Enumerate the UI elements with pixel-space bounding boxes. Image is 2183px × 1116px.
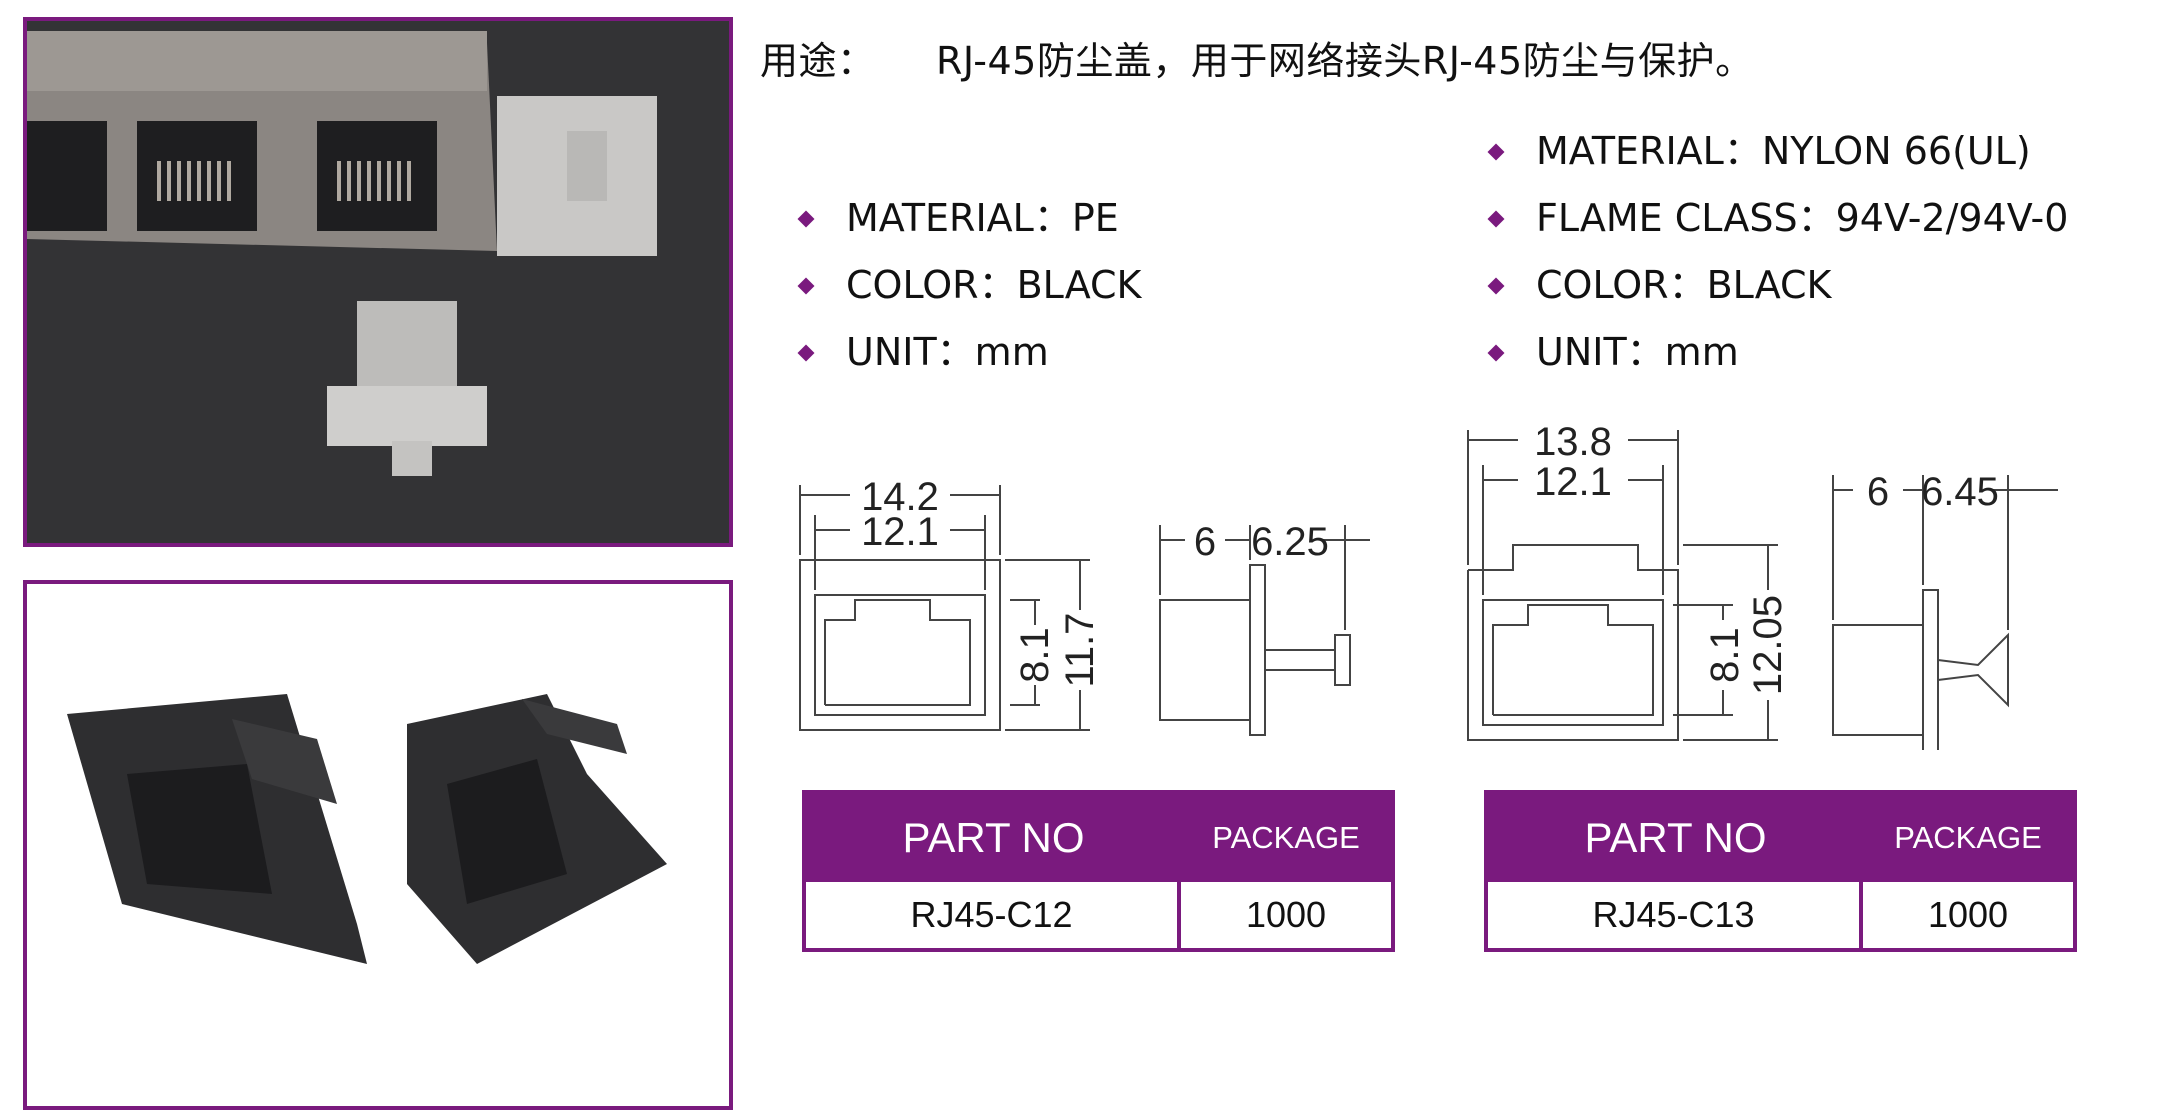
header-part-no: PART NO <box>902 814 1085 861</box>
right-spec-list: MATERIAL：NYLON 66(UL) FLAME CLASS：94V-2/… <box>1484 118 2068 386</box>
product-photo-in-use <box>23 17 733 547</box>
dim-depth-b: 6.25 <box>1251 520 1329 564</box>
cell-part-no: RJ45-C13 <box>1488 882 1863 948</box>
dim-depth-a: 6 <box>1194 520 1216 564</box>
usage-text: RJ-45防尘盖，用于网络接头RJ-45防尘与保护。 <box>936 39 1754 83</box>
left-spec-list: MATERIAL：PE COLOR：BLACK UNIT：mm <box>794 185 1141 386</box>
spec-item-unit: UNIT：mm <box>1484 319 2068 386</box>
header-part-no: PART NO <box>1584 814 1767 861</box>
product-photo-black-caps <box>23 580 733 1110</box>
diamond-bullet-icon <box>797 277 815 294</box>
right-dimension-drawing: 13.8 12.1 8.1 12.05 6 6.45 <box>1448 410 2128 750</box>
table-row: RJ45-C13 1000 <box>1488 882 2073 948</box>
connector-photo-graphic <box>27 21 729 543</box>
spec-item-flame-class: FLAME CLASS：94V-2/94V-0 <box>1484 185 2068 252</box>
dim-inner-height: 8.1 <box>1703 627 1747 683</box>
usage-line: 用途： RJ-45防尘盖，用于网络接头RJ-45防尘与保护。 <box>760 30 1754 85</box>
table-header: PART NO PACKAGE <box>806 794 1391 882</box>
spec-item-unit: UNIT：mm <box>794 319 1141 386</box>
spec-item-material: MATERIAL：NYLON 66(UL) <box>1484 118 2068 185</box>
dim-overall-width: 14.2 <box>861 475 939 519</box>
table-header: PART NO PACKAGE <box>1488 794 2073 882</box>
dim-inner-width: 12.1 <box>1534 460 1612 504</box>
dim-inner-height: 8.1 <box>1013 627 1057 683</box>
spec-item-material: MATERIAL：PE <box>794 185 1141 252</box>
dim-overall-height: 11.7 <box>1058 613 1102 688</box>
table-row: RJ45-C12 1000 <box>806 882 1391 948</box>
cell-part-no: RJ45-C12 <box>806 882 1181 948</box>
usage-label: 用途： <box>760 39 876 83</box>
left-dimension-drawing: 14.2 12.1 8.1 11.7 6 6.25 <box>790 450 1370 740</box>
diamond-bullet-icon <box>1487 344 1505 361</box>
left-part-table: PART NO PACKAGE RJ45-C12 1000 <box>802 790 1395 952</box>
dim-overall-height: 12.05 <box>1746 595 1790 695</box>
cell-package: 1000 <box>1245 894 1327 935</box>
dim-depth-b: 6.45 <box>1921 470 1999 514</box>
diamond-bullet-icon <box>797 344 815 361</box>
black-caps-graphic <box>27 584 729 1106</box>
header-package: PACKAGE <box>1212 820 1360 855</box>
right-part-table: PART NO PACKAGE RJ45-C13 1000 <box>1484 790 2077 952</box>
dim-depth-a: 6 <box>1867 470 1889 514</box>
spec-item-color: COLOR：BLACK <box>794 252 1141 319</box>
dim-inner-width: 12.1 <box>861 510 939 554</box>
diamond-bullet-icon <box>797 210 815 227</box>
diamond-bullet-icon <box>1487 277 1505 294</box>
cell-package: 1000 <box>1927 894 2009 935</box>
diamond-bullet-icon <box>1487 210 1505 227</box>
diamond-bullet-icon <box>1487 143 1505 160</box>
spec-item-color: COLOR：BLACK <box>1484 252 2068 319</box>
header-package: PACKAGE <box>1894 820 2042 855</box>
dim-overall-width: 13.8 <box>1534 420 1612 464</box>
